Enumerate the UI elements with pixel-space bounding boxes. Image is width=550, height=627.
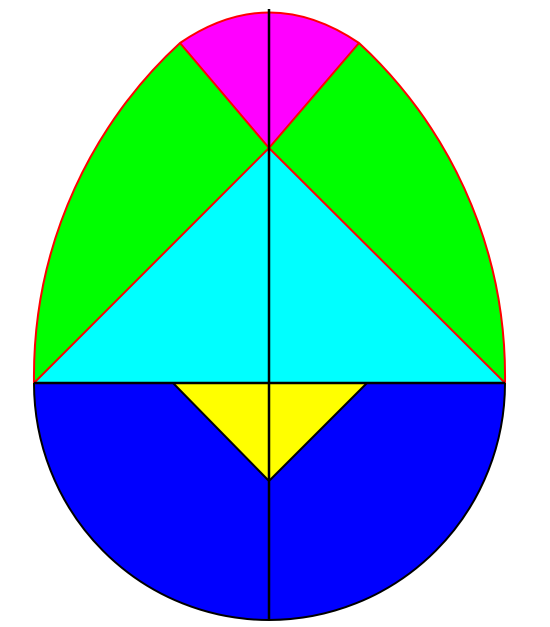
left-lower-piece (34, 383, 269, 620)
right-upper-piece (269, 43, 506, 383)
left-diagonal-line (33, 147, 270, 384)
left-upper-piece (33, 43, 270, 383)
left-cap-line (179, 42, 270, 149)
small-triangle-left-edge (172, 382, 270, 482)
right-cap-line (268, 42, 360, 149)
right-lower-piece (269, 383, 505, 620)
small-triangle-right-edge (268, 382, 368, 482)
right-diagonal-line (268, 147, 506, 384)
